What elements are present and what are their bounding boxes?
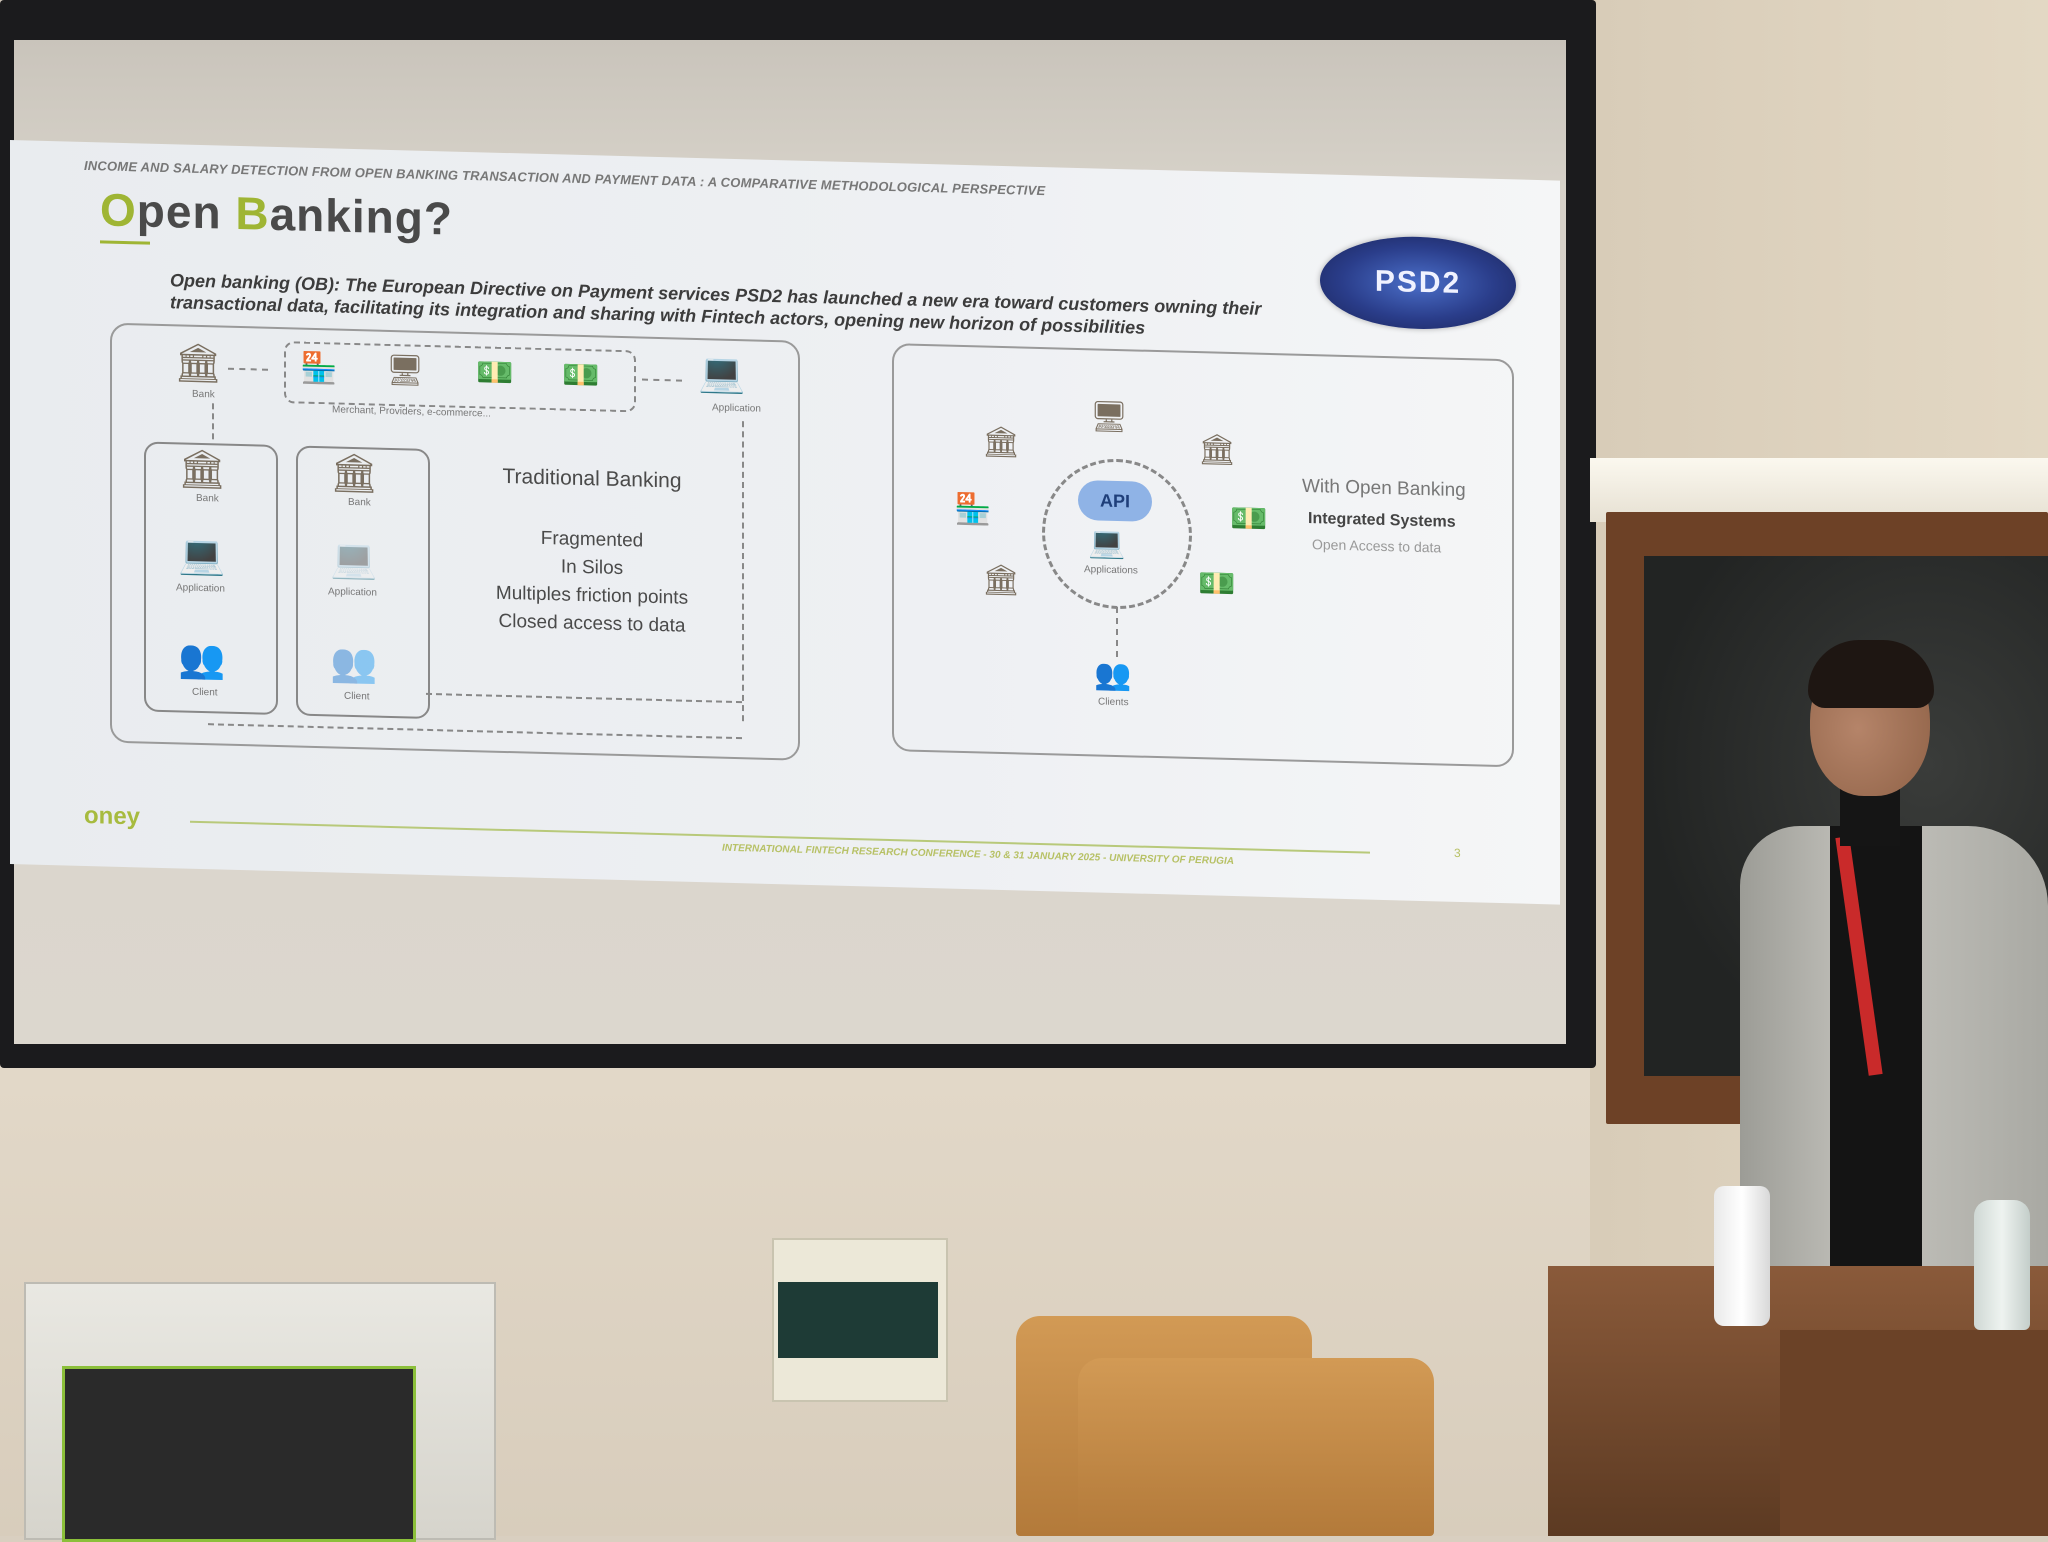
arrow-merchants-app <box>642 378 682 382</box>
psd2-label: PSD2 <box>1374 264 1462 301</box>
slide-page-number: 3 <box>1454 845 1461 860</box>
laptop-icon: 💻 <box>178 534 226 578</box>
arrow-api-clients <box>1116 606 1118 658</box>
applications-label: Applications <box>1084 564 1138 577</box>
api-cloud: API <box>1078 479 1152 522</box>
bank-icon: 🏛 <box>174 342 223 386</box>
slide-title: Open Banking? <box>100 182 453 245</box>
presenter-neck <box>1840 786 1900 846</box>
psd2-badge: PSD2 <box>1320 234 1516 332</box>
col2-app-label: Application <box>328 586 377 599</box>
money-icon: 💵 <box>476 356 514 391</box>
arrow-client-app <box>426 692 742 704</box>
traditional-line-4: Closed access to data <box>498 610 686 637</box>
clients-label: Clients <box>1098 696 1129 709</box>
traditional-line-2: In Silos <box>560 556 624 580</box>
presenter-hair <box>1808 640 1934 708</box>
wallet-icon: 💵 <box>1198 567 1236 602</box>
money-icon: 💵 <box>1230 501 1268 536</box>
silo-column-2: 🏛 Bank 💻 Application 👥 Client <box>296 445 430 719</box>
application-label-top: Application <box>712 402 761 415</box>
oney-logo: oney <box>84 801 141 831</box>
people-icon: 👥 <box>1094 658 1132 693</box>
arrow-bank-down <box>212 403 214 440</box>
water-bottle <box>1974 1200 2030 1330</box>
arrow-bank-merchants <box>228 367 268 371</box>
bank-icon: 🏛 <box>982 425 1021 460</box>
projected-slide: INCOME AND SALARY DETECTION FROM OPEN BA… <box>10 140 1560 905</box>
arrow-app-down <box>742 421 744 722</box>
arrow-bottom-loop <box>208 723 742 740</box>
traditional-line-3: Multiples friction points <box>495 582 689 609</box>
col1-client-label: Client <box>192 686 218 699</box>
sanitizer-bottle <box>1714 1186 1770 1326</box>
title-letter-o: O <box>100 183 137 237</box>
col1-app-label: Application <box>176 582 225 595</box>
merchants-group: 🏪 🖥 💵 💵 <box>284 341 636 413</box>
wallet-icon: 💵 <box>562 358 600 393</box>
network-rack-door <box>62 1366 416 1542</box>
traditional-title: Traditional Banking <box>502 464 682 493</box>
chair-back <box>1078 1358 1434 1536</box>
col1-bank-label: Bank <box>196 492 219 505</box>
open-banking-title: With Open Banking <box>1302 475 1466 502</box>
podium-front <box>1780 1330 2048 1536</box>
web-shop-icon: 🖥 <box>386 353 425 388</box>
people-icon: 👥 <box>330 642 378 686</box>
col2-client-label: Client <box>344 690 370 703</box>
silo-column-1: 🏛 Bank 💻 Application 👥 Client <box>144 441 278 716</box>
laptop-icon: 💻 <box>698 352 746 396</box>
laptop-icon: 💻 <box>330 538 378 582</box>
bank-icon: 🏛 <box>982 563 1021 598</box>
open-line-2: Open Access to data <box>1312 536 1442 556</box>
open-line-1: Integrated Systems <box>1308 509 1456 531</box>
traditional-banking-panel: 🏛 Bank 🏪 🖥 💵 💵 Merchant, Providers, e-co… <box>110 322 800 761</box>
col2-bank-label: Bank <box>348 496 371 509</box>
store-icon: 🏪 <box>300 351 338 386</box>
wall-lamp <box>1590 458 2048 522</box>
title-anking: anking? <box>269 187 453 245</box>
people-icon: 👥 <box>178 638 226 682</box>
traditional-line-1: Fragmented <box>540 527 644 552</box>
laptop-icon: 💻 <box>1088 526 1126 561</box>
open-banking-panel: 🖥 🏛 🏛 🏪 💵 🏛 💵 API 💻 Applications 👥 Clien… <box>892 343 1514 768</box>
bank-label-top: Bank <box>192 388 215 401</box>
title-underline <box>100 240 150 245</box>
title-letter-b: B <box>235 186 270 240</box>
bank-icon: 🏛 <box>1198 433 1237 468</box>
title-pen: pen <box>136 184 236 239</box>
store-icon: 🏪 <box>954 492 992 527</box>
bank-icon: 🏛 <box>330 452 379 496</box>
electrical-panel-window <box>778 1282 938 1358</box>
web-shop-icon: 🖥 <box>1090 400 1129 435</box>
bank-icon: 🏛 <box>178 448 227 492</box>
